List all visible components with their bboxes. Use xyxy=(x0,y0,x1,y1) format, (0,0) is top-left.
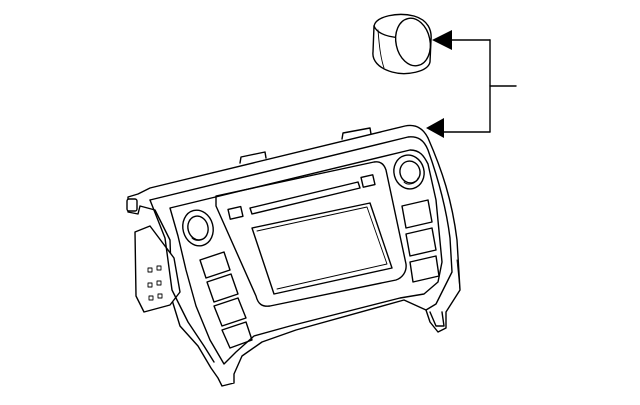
arrowhead-panel xyxy=(426,118,444,138)
radio-control-knob xyxy=(372,13,432,75)
arrowhead-knob xyxy=(432,30,452,50)
radio-bezel-panel xyxy=(126,124,461,387)
right-knob-icon xyxy=(393,154,425,190)
left-knob-icon xyxy=(182,209,214,247)
left-button-stack xyxy=(199,251,253,349)
right-button-stack xyxy=(401,199,440,283)
callout-bracket xyxy=(426,30,517,138)
